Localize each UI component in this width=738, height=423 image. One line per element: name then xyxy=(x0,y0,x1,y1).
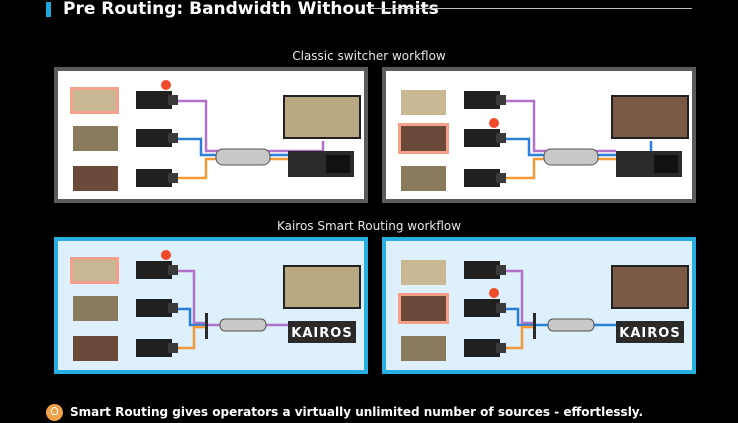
route-line xyxy=(506,307,534,327)
camera-icon xyxy=(464,288,506,317)
smart-panel-left: KAIROS xyxy=(54,237,368,374)
gateway-bar xyxy=(533,313,536,339)
program-monitor xyxy=(611,265,689,309)
smart-left-diagram: KAIROS xyxy=(70,250,361,361)
route-line xyxy=(178,325,206,350)
gateway-bar xyxy=(205,313,208,339)
camera-icon xyxy=(464,91,506,109)
camera-icon xyxy=(136,169,178,187)
smart-right-diagram: KAIROS xyxy=(398,260,689,361)
classic-right-diagram xyxy=(398,90,689,191)
route-line xyxy=(506,269,534,325)
camera-icon xyxy=(136,80,178,109)
camera-icon xyxy=(464,118,506,147)
camera-icon xyxy=(464,339,506,357)
thumbnail-riders xyxy=(401,166,446,191)
thumbnail-rider-close xyxy=(401,296,446,321)
lightbulb-icon xyxy=(46,404,63,421)
thumbnail-arena xyxy=(73,260,116,281)
title-divider xyxy=(369,8,692,9)
thumbnail-arena xyxy=(73,90,116,111)
title-bar: Pre Routing: Bandwidth Without Limits xyxy=(46,0,692,20)
cable-bundle xyxy=(219,318,267,332)
thumbnail-rider-close xyxy=(401,126,446,151)
camera-icon xyxy=(136,129,178,147)
thumbnail-rider-close xyxy=(73,336,118,361)
cable-bundle xyxy=(543,148,599,166)
program-monitor xyxy=(611,95,689,139)
route-line xyxy=(178,269,206,325)
thumbnail-riders xyxy=(401,336,446,361)
kairos-logo: KAIROS xyxy=(291,326,352,341)
classic-workflow-label: Classic switcher workflow xyxy=(292,49,446,63)
camera-icon xyxy=(464,169,506,187)
smart-panel-right: KAIROS xyxy=(382,237,696,374)
page-title: Pre Routing: Bandwidth Without Limits xyxy=(63,0,439,19)
footer-tip: Smart Routing gives operators a virtuall… xyxy=(46,404,706,423)
kairos-logo: KAIROS xyxy=(619,326,680,341)
program-monitor xyxy=(283,265,361,309)
camera-icon xyxy=(136,299,178,317)
camera-icon xyxy=(136,250,178,279)
thumbnail-riders xyxy=(73,126,118,151)
classic-panel-right xyxy=(382,67,696,203)
cable-bundle xyxy=(547,318,595,332)
switcher-screen xyxy=(654,155,678,173)
title-accent-bar xyxy=(46,2,51,17)
classic-left-diagram xyxy=(70,80,361,191)
footer-text: Smart Routing gives operators a virtuall… xyxy=(70,405,644,419)
camera-icon xyxy=(136,339,178,357)
route-line xyxy=(506,325,534,350)
switcher-screen xyxy=(326,155,350,173)
kairos-unit xyxy=(616,321,684,343)
thumbnail-rider-close xyxy=(73,166,118,191)
classic-panel-left xyxy=(54,67,368,203)
camera-icon xyxy=(464,261,506,279)
route-line xyxy=(178,99,325,153)
route-line xyxy=(506,99,616,153)
kairos-unit xyxy=(288,321,356,343)
thumbnail-riders xyxy=(73,296,118,321)
cable-bundle xyxy=(215,148,271,166)
thumbnail-arena xyxy=(401,260,446,285)
thumbnail-arena xyxy=(401,90,446,115)
smart-routing-workflow-label: Kairos Smart Routing workflow xyxy=(276,219,462,233)
route-line xyxy=(506,137,653,157)
program-monitor xyxy=(283,95,361,139)
route-line xyxy=(178,307,206,327)
